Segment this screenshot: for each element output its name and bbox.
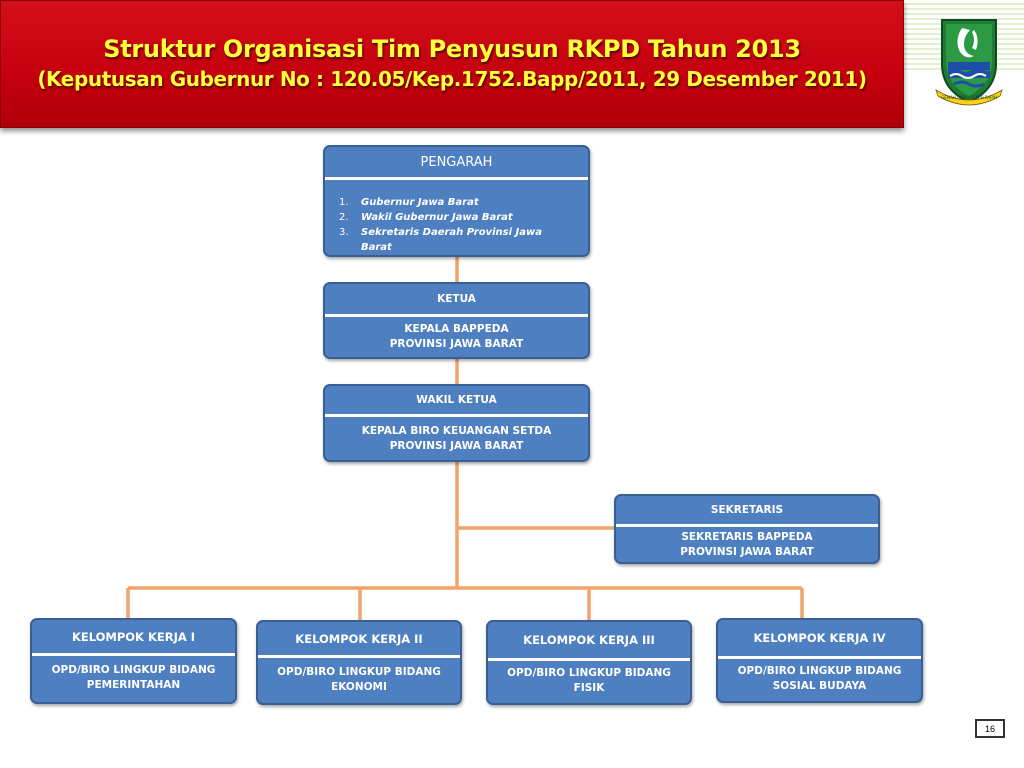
kelompok-kerja-3-box: KELOMPOK KERJA III OPD/BIRO LINGKUP BIDA… (486, 620, 692, 705)
wakil-ketua-box: WAKIL KETUA KEPALA BIRO KEUANGAN SETDA P… (323, 384, 590, 462)
ketua-line: PROVINSI JAWA BARAT (389, 338, 524, 350)
ketua-title: KETUA (437, 293, 476, 305)
pengarah-box: PENGARAH 1. Gubernur Jawa Barat 2. Wakil G… (323, 145, 590, 257)
slide-subtitle: (Keputusan Gubernur No : 120.05/Kep.1752… (37, 67, 867, 91)
pengarah-item-number: 3. (339, 227, 349, 238)
wakil-ketua-line: KEPALA BIRO KEUANGAN SETDA (361, 424, 552, 437)
sekretaris-line: PROVINSI JAWA BARAT (680, 545, 814, 558)
ketua-line: KEPALA BAPPEDA (404, 323, 509, 335)
pengarah-item-number: 1. (339, 197, 349, 208)
kelompok-kerja-divider (32, 653, 235, 656)
kelompok-kerja-line: EKONOMI (331, 681, 387, 693)
kelompok-kerja-body: OPD/BIRO LINGKUP BIDANG FISIK (488, 661, 690, 701)
wakil-ketua-title: WAKIL KETUA (416, 394, 497, 406)
kelompok-kerja-divider (488, 658, 690, 661)
kelompok-kerja-line: PEMERINTAHAN (86, 679, 181, 691)
pengarah-item-text: Sekretaris Daerah Provinsi Jawa Barat (361, 227, 542, 253)
kelompok-kerja-body: OPD/BIRO LINGKUP BIDANG SOSIAL BUDAYA (718, 659, 921, 699)
kelompok-kerja-4-box: KELOMPOK KERJA IV OPD/BIRO LINGKUP BIDAN… (716, 618, 923, 703)
kelompok-kerja-title: KELOMPOK KERJA IV (753, 631, 886, 645)
sekretaris-line: SEKRETARIS BAPPEDA (681, 530, 813, 543)
pengarah-item-text: Wakil Gubernur Jawa Barat (361, 212, 513, 223)
sekretaris-body: SEKRETARIS BAPPEDA PROVINSI JAWA BARAT (616, 527, 878, 562)
west-java-emblem-icon: GEMAH RIPAH REPEH RAPIH (935, 19, 1003, 106)
page-number: 16 (975, 719, 1005, 738)
kelompok-kerja-title: KELOMPOK KERJA II (295, 631, 423, 646)
kelompok-kerja-title: KELOMPOK KERJA III (523, 633, 655, 647)
ketua-body: KEPALA BAPPEDA PROVINSI JAWA BARAT (325, 317, 588, 357)
kelompok-kerja-line: OPD/BIRO LINGKUP BIDANG (507, 667, 671, 679)
kelompok-kerja-line: FISIK (573, 682, 605, 694)
wakil-ketua-body: KEPALA BIRO KEUANGAN SETDA PROVINSI JAWA… (325, 417, 588, 460)
pengarah-title: PENGARAH (420, 154, 493, 170)
logo-motto: GEMAH RIPAH REPEH RAPIH (941, 95, 997, 100)
pengarah-item: 1. Gubernur Jawa Barat (325, 195, 588, 210)
kelompok-kerja-body: OPD/BIRO LINGKUP BIDANG EKONOMI (258, 658, 460, 702)
sekretaris-title: SEKRETARIS (710, 504, 784, 516)
wakil-ketua-line: PROVINSI JAWA BARAT (389, 439, 524, 452)
pengarah-item-text: Gubernur Jawa Barat (361, 197, 479, 208)
kelompok-kerja-title: KELOMPOK KERJA I (71, 629, 196, 644)
kelompok-kerja-2-box: KELOMPOK KERJA II OPD/BIRO LINGKUP BIDAN… (256, 620, 462, 705)
kelompok-kerja-line: OPD/BIRO LINGKUP BIDANG (51, 664, 216, 676)
pengarah-item: 3. Sekretaris Daerah Provinsi Jawa Barat (325, 225, 588, 255)
pengarah-item-number: 2. (339, 212, 349, 223)
kelompok-kerja-line: OPD/BIRO LINGKUP BIDANG (277, 666, 441, 678)
wakil-ketua-divider (325, 414, 588, 417)
kelompok-kerja-divider (718, 656, 921, 659)
pengarah-list: 1. Gubernur Jawa Barat 2. Wakil Gubernur J… (325, 180, 588, 255)
slide-title: Struktur Organisasi Tim Penyusun RKPD Ta… (103, 35, 801, 63)
sekretaris-divider (616, 524, 878, 527)
kelompok-kerja-line: SOSIAL BUDAYA (772, 680, 867, 692)
pengarah-item: 2. Wakil Gubernur Jawa Barat (325, 210, 588, 225)
kelompok-kerja-line: OPD/BIRO LINGKUP BIDANG (737, 665, 902, 677)
ketua-divider (325, 314, 588, 317)
kelompok-kerja-1-box: KELOMPOK KERJA I OPD/BIRO LINGKUP BIDANG… (30, 618, 237, 704)
ketua-box: KETUA KEPALA BAPPEDA PROVINSI JAWA BARAT (323, 282, 590, 359)
kelompok-kerja-body: OPD/BIRO LINGKUP BIDANG PEMERINTAHAN (32, 656, 235, 700)
pengarah-divider (325, 177, 588, 180)
sekretaris-box: SEKRETARIS SEKRETARIS BAPPEDA PROVINSI J… (614, 494, 880, 564)
title-banner: Struktur Organisasi Tim Penyusun RKPD Ta… (0, 0, 904, 128)
kelompok-kerja-divider (258, 655, 460, 658)
